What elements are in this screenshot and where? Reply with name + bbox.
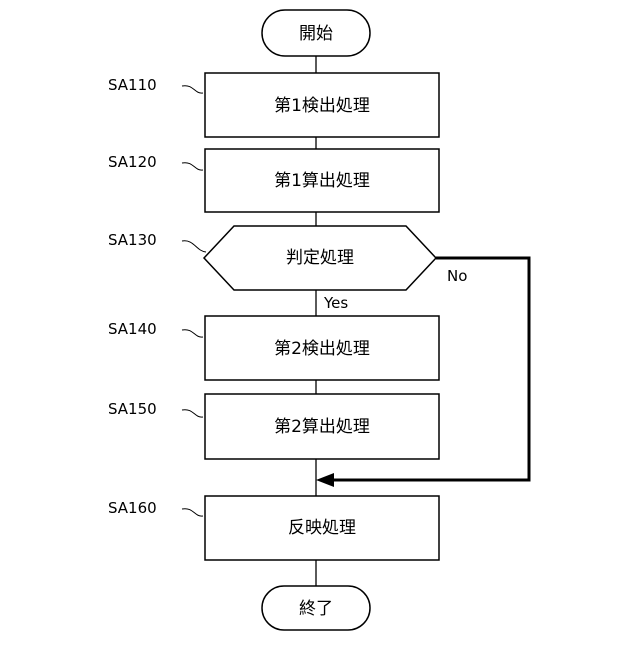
step-sa140-id: SA140 — [108, 320, 157, 338]
step-sa110-label: 第1検出処理 — [274, 96, 370, 116]
step-sa110-leader — [182, 86, 203, 93]
start-label: 開始 — [299, 24, 333, 44]
step-sa160-leader — [182, 509, 203, 516]
step-sa150-leader — [182, 410, 203, 417]
no-branch-arrowhead — [316, 473, 334, 487]
end-terminator: 終了 — [262, 586, 370, 630]
step-sa130-id: SA130 — [108, 231, 157, 249]
step-sa120-leader — [182, 163, 203, 170]
start-terminator: 開始 — [262, 10, 370, 56]
step-sa140-label: 第2検出処理 — [274, 339, 370, 359]
step-sa160-label: 反映処理 — [288, 518, 356, 538]
step-sa140-leader — [182, 330, 203, 337]
step-sa160: 反映処理 SA160 — [108, 496, 439, 560]
step-sa130-label: 判定処理 — [286, 248, 354, 268]
yes-branch-label: Yes — [323, 294, 348, 312]
step-sa140: 第2検出処理 SA140 — [108, 316, 439, 380]
end-label: 終了 — [299, 599, 333, 619]
step-sa130-leader — [182, 241, 206, 252]
step-sa150-id: SA150 — [108, 400, 157, 418]
step-sa130: 判定処理 SA130 — [108, 226, 436, 290]
step-sa120: 第1算出処理 SA120 — [108, 149, 439, 212]
step-sa150-label: 第2算出処理 — [274, 417, 370, 437]
step-sa120-label: 第1算出処理 — [274, 171, 370, 191]
no-branch-label: No — [447, 267, 467, 285]
step-sa160-id: SA160 — [108, 499, 157, 517]
step-sa110-id: SA110 — [108, 76, 157, 94]
step-sa110: 第1検出処理 SA110 — [108, 73, 439, 137]
step-sa120-id: SA120 — [108, 153, 157, 171]
step-sa150: 第2算出処理 SA150 — [108, 394, 439, 459]
